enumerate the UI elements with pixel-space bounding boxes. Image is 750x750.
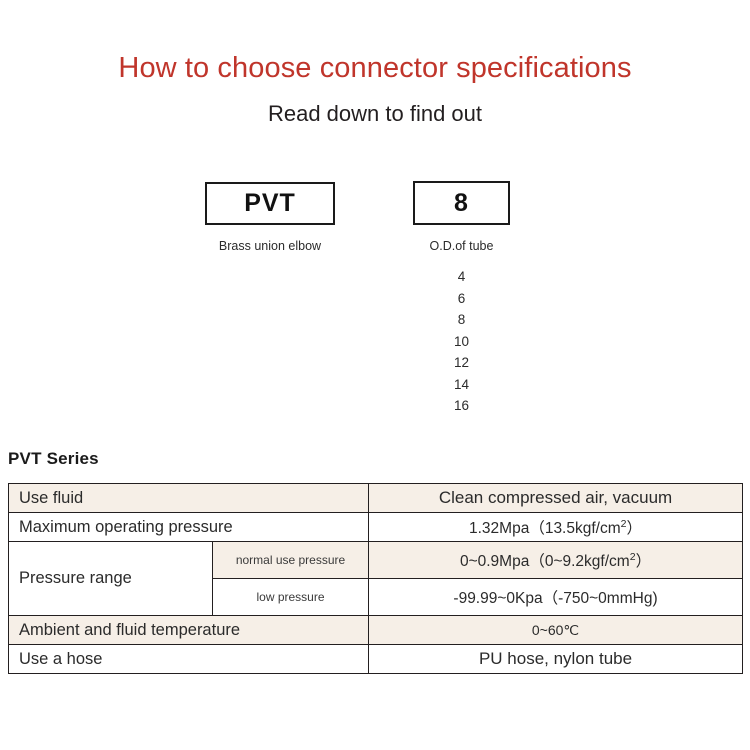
row-value: -99.99~0Kpa（-750~0mmHg) bbox=[368, 578, 744, 616]
row-label: Maximum operating pressure bbox=[7, 512, 370, 542]
page-title: How to choose connector specifications bbox=[118, 52, 632, 84]
page-subtitle: Read down to find out bbox=[267, 101, 483, 126]
table-row: Pressure range normal use pressure 0~0.9… bbox=[8, 541, 744, 616]
row-value-superscript: 2 bbox=[629, 550, 636, 563]
tube-size-option: 14 bbox=[453, 376, 470, 392]
specification-table: Use fluid Clean compressed air, vacuum M… bbox=[7, 483, 744, 674]
table-row: Use a hose PU hose, nylon tube bbox=[7, 644, 744, 674]
tube-size-option: 4 bbox=[457, 269, 466, 284]
row-value: Clean compressed air, vacuum bbox=[368, 483, 744, 513]
tube-size-caption: O.D.of tube bbox=[429, 239, 494, 253]
row-value-prefix: 0~0.9Mpa（0~9.2kgf/cm bbox=[459, 553, 630, 570]
row-value: PU hose, nylon tube bbox=[368, 644, 744, 674]
row-label: Use fluid bbox=[7, 483, 370, 513]
row-sublabel: low pressure bbox=[211, 578, 370, 616]
tube-size-option: 6 bbox=[457, 290, 466, 306]
tube-size-option: 16 bbox=[453, 398, 470, 413]
table-row: Ambient and fluid temperature 0~60℃ bbox=[7, 615, 744, 645]
row-value-suffix: ） bbox=[635, 553, 652, 570]
series-code-caption: Brass union elbow bbox=[218, 239, 322, 253]
table-row: Maximum operating pressure 1.32Mpa（13.5k… bbox=[7, 512, 744, 542]
row-value-superscript: 2 bbox=[620, 517, 627, 530]
spec-series-label: PVT Series bbox=[8, 449, 99, 468]
tube-size-option-list: 4 6 8 10 12 14 16 bbox=[405, 266, 518, 417]
tube-size-option: 8 bbox=[457, 312, 466, 327]
table-row: Use fluid Clean compressed air, vacuum bbox=[7, 483, 744, 513]
row-value: 1.32Mpa（13.5kgf/cm2） bbox=[368, 512, 744, 542]
row-value: 0~0.9Mpa（0~9.2kgf/cm2） bbox=[368, 541, 744, 579]
row-value-prefix: 1.32Mpa（13.5kgf/cm bbox=[469, 520, 621, 537]
row-sublabel: normal use pressure bbox=[211, 541, 370, 579]
row-label: Use a hose bbox=[7, 644, 370, 674]
tube-size-option: 10 bbox=[453, 333, 470, 349]
tube-size-option: 12 bbox=[453, 355, 470, 370]
series-code-box: PVT bbox=[205, 182, 335, 225]
tube-size-code-box: 8 bbox=[413, 181, 510, 225]
row-value-suffix: ） bbox=[626, 520, 643, 537]
row-label: Pressure range bbox=[8, 541, 213, 616]
row-label: Ambient and fluid temperature bbox=[7, 615, 370, 645]
row-value: 0~60℃ bbox=[368, 615, 744, 645]
